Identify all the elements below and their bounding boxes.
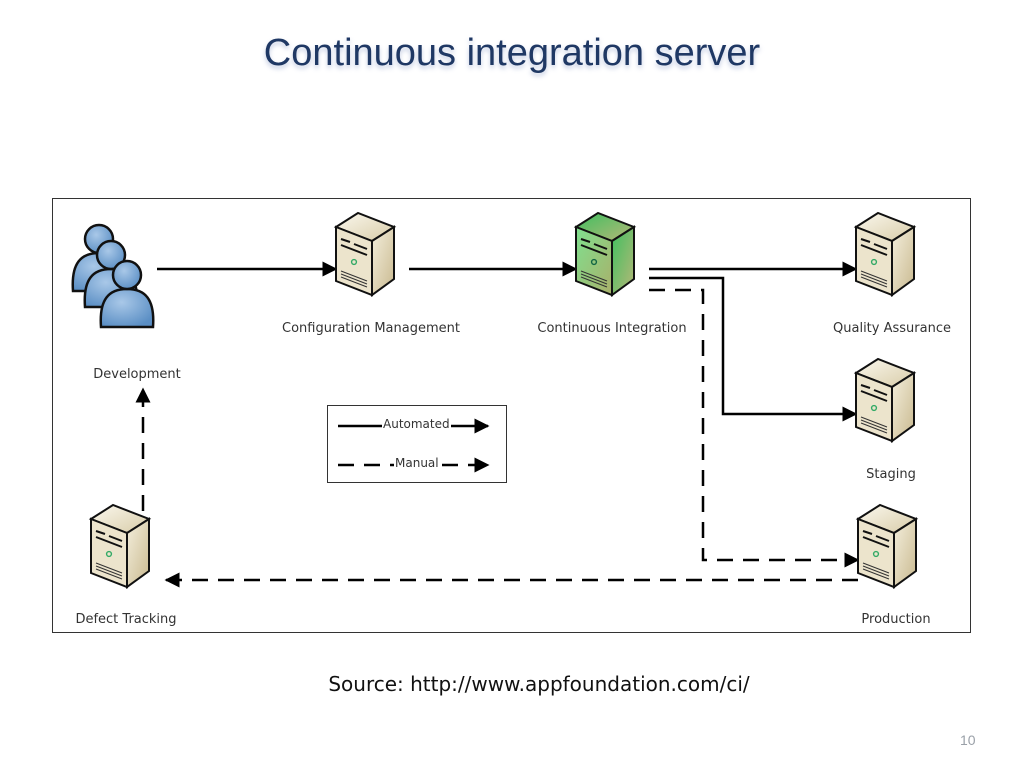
node-label-defect: Defect Tracking [75,612,177,627]
edge-ci-to-staging [649,276,858,422]
server-icon-defect [90,504,150,588]
node-label-staging: Staging [866,467,916,482]
slide-title: Continuous integration server [263,32,761,74]
node-label-config: Configuration Management [282,321,460,336]
server-icon-staging [855,358,915,442]
node-label-development: Development [93,367,181,382]
node-label-qa: Quality Assurance [833,321,951,336]
server-icon-ci [575,212,635,296]
node-label-ci: Continuous Integration [537,321,687,336]
legend-manual-label: Manual [394,456,440,470]
diagram-canvas [71,212,917,588]
server-icon-qa [855,212,915,296]
server-icon-production [857,504,917,588]
diagram-frame: Development Configuration Management Con… [52,198,971,633]
page-number: 10 [960,732,976,748]
server-icon-config [335,212,395,296]
node-label-production: Production [861,612,931,627]
users-group-icon [71,223,155,329]
source-citation: Source: http://www.appfoundation.com/ci/ [328,672,750,696]
legend-automated-label: Automated [382,417,451,431]
edge-ci-to-production [649,288,860,568]
legend: Automated Manual [327,405,507,483]
